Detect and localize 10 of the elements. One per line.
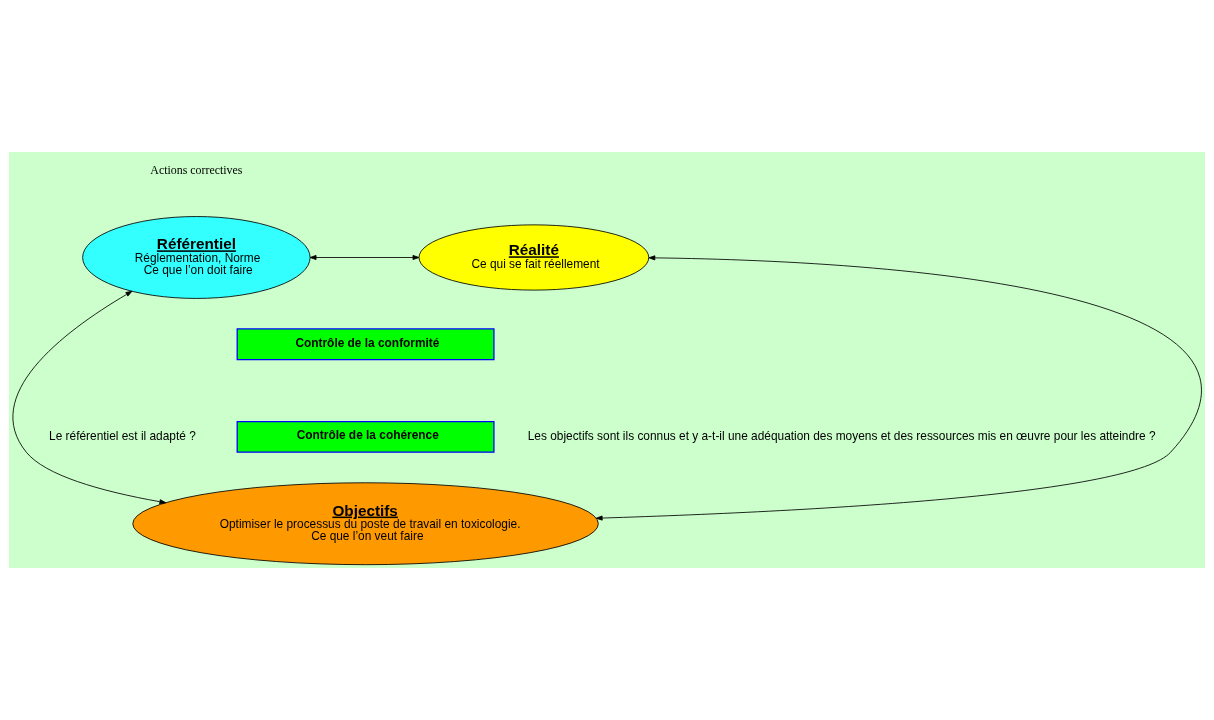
arrow: [309, 254, 420, 260]
label: Les objectifs sont ils connus et y a-t-il une adéquation des moyens et des ressources mis en œuvre pour les atteindre ?: [527, 429, 1156, 444]
node-box: Contrôle de la cohérence: [236, 421, 495, 453]
arrow: [595, 255, 1201, 521]
node-box: Contrôle de la conformité: [236, 328, 495, 361]
node-ellipse: Réalité Ce qui se fait réellement: [418, 224, 650, 291]
label: Le référentiel est il adapté ?: [49, 429, 196, 444]
node-ellipse: Objectifs Optimiser le processus du poste de travail en toxicologie. Ce que l’on veut faire: [132, 482, 599, 566]
label: Actions correctives: [150, 162, 243, 177]
arrow: [12, 290, 167, 505]
